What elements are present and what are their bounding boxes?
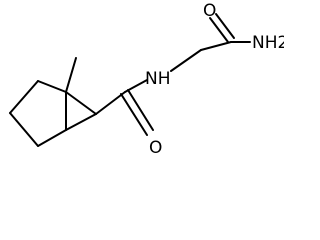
bond-methyl xyxy=(65,57,77,93)
bond-nh-ch2 xyxy=(170,49,202,72)
bond-c6-carbonyl xyxy=(95,91,126,115)
bond-c2-o-a xyxy=(209,17,229,43)
bond-ch2-c2 xyxy=(200,41,232,51)
bond-carbonyl-o-b xyxy=(127,89,154,131)
bicyclic-ring-bonds xyxy=(9,80,97,147)
bond-c1-c6 xyxy=(65,91,97,115)
bond-c2-o-b xyxy=(215,13,235,39)
molecule-drawing: O NH2 NH O xyxy=(9,1,284,156)
bond-carbonyl-o-a xyxy=(120,93,148,136)
bond-c5-c6 xyxy=(65,113,97,131)
bond-c1-c2 xyxy=(37,80,67,93)
oxygen-label-bottom: O xyxy=(149,138,162,156)
oxygen-label-top: O xyxy=(203,1,216,21)
bond-c3-c4 xyxy=(9,112,39,147)
amide-label-nh: NH xyxy=(145,69,171,89)
amine-label-nh2: NH2 xyxy=(252,33,284,53)
bond-c4-c5 xyxy=(37,129,67,147)
bond-c2-c3 xyxy=(9,80,39,114)
structure-diagram: O NH2 NH O xyxy=(9,1,284,156)
atom-labels: O NH2 NH O xyxy=(145,1,284,156)
amide-linker-bonds xyxy=(95,13,251,136)
